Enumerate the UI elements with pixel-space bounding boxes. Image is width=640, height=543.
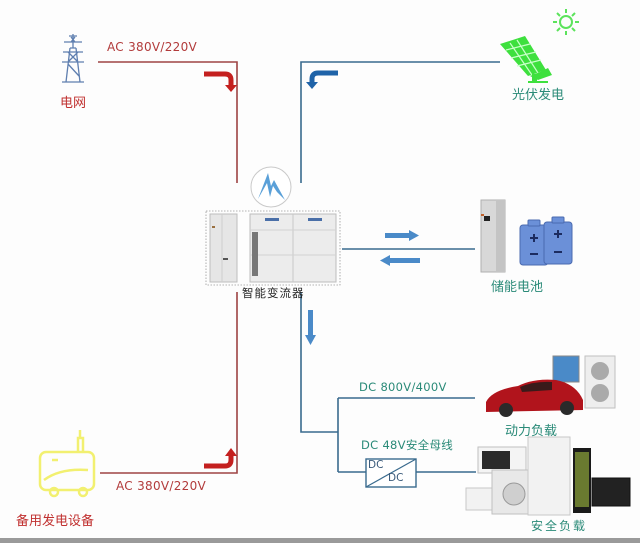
bottom-border	[0, 538, 640, 543]
power-tower-icon	[62, 34, 84, 83]
mountain-logo-icon	[250, 166, 292, 208]
grid-ac-voltage-label: AC 380V/220V	[107, 40, 198, 54]
dc-arrow-pv	[306, 70, 338, 89]
dcdc-converter	[365, 458, 417, 488]
safe-load-label: 安全负载	[531, 519, 588, 533]
battery-icon	[480, 199, 573, 273]
storage-label: 储能电池	[491, 280, 544, 295]
ac-arrow-grid	[204, 71, 237, 92]
generator-ac-voltage-label: AC 380V/220V	[116, 479, 207, 493]
flow-arrow-from-storage	[380, 255, 420, 266]
dc-bus-lines	[300, 61, 500, 473]
grid-label: 电网	[60, 96, 87, 111]
power-load-label: 动力负载	[505, 424, 558, 439]
home-appliances-icon	[465, 436, 631, 516]
generator-label: 备用发电设备	[16, 514, 95, 529]
converter-label: 智能变流器	[242, 286, 305, 300]
ac-bus-lines	[98, 61, 238, 474]
generator-icon	[38, 430, 96, 498]
flow-arrow-to-storage	[385, 230, 419, 241]
ac-arrow-generator	[204, 448, 237, 469]
load-dc-trunk	[300, 292, 338, 433]
generator-ac-line	[100, 292, 238, 474]
pv-label: 光伏发电	[512, 88, 565, 103]
pv-dc-line	[300, 61, 500, 183]
flow-arrow-to-load	[305, 310, 316, 345]
dc-low-voltage-label: DC 48V安全母线	[361, 438, 454, 452]
ev-car-and-ac-unit-icon	[486, 355, 616, 417]
dcdc-output-label: DC	[388, 472, 404, 484]
dcdc-input-label: DC	[368, 459, 384, 471]
solar-panel-icon	[500, 9, 579, 83]
grid-ac-line	[98, 61, 238, 183]
dc-high-voltage-label: DC 800V/400V	[359, 380, 447, 394]
inverter-cabinet-icon	[205, 210, 341, 286]
